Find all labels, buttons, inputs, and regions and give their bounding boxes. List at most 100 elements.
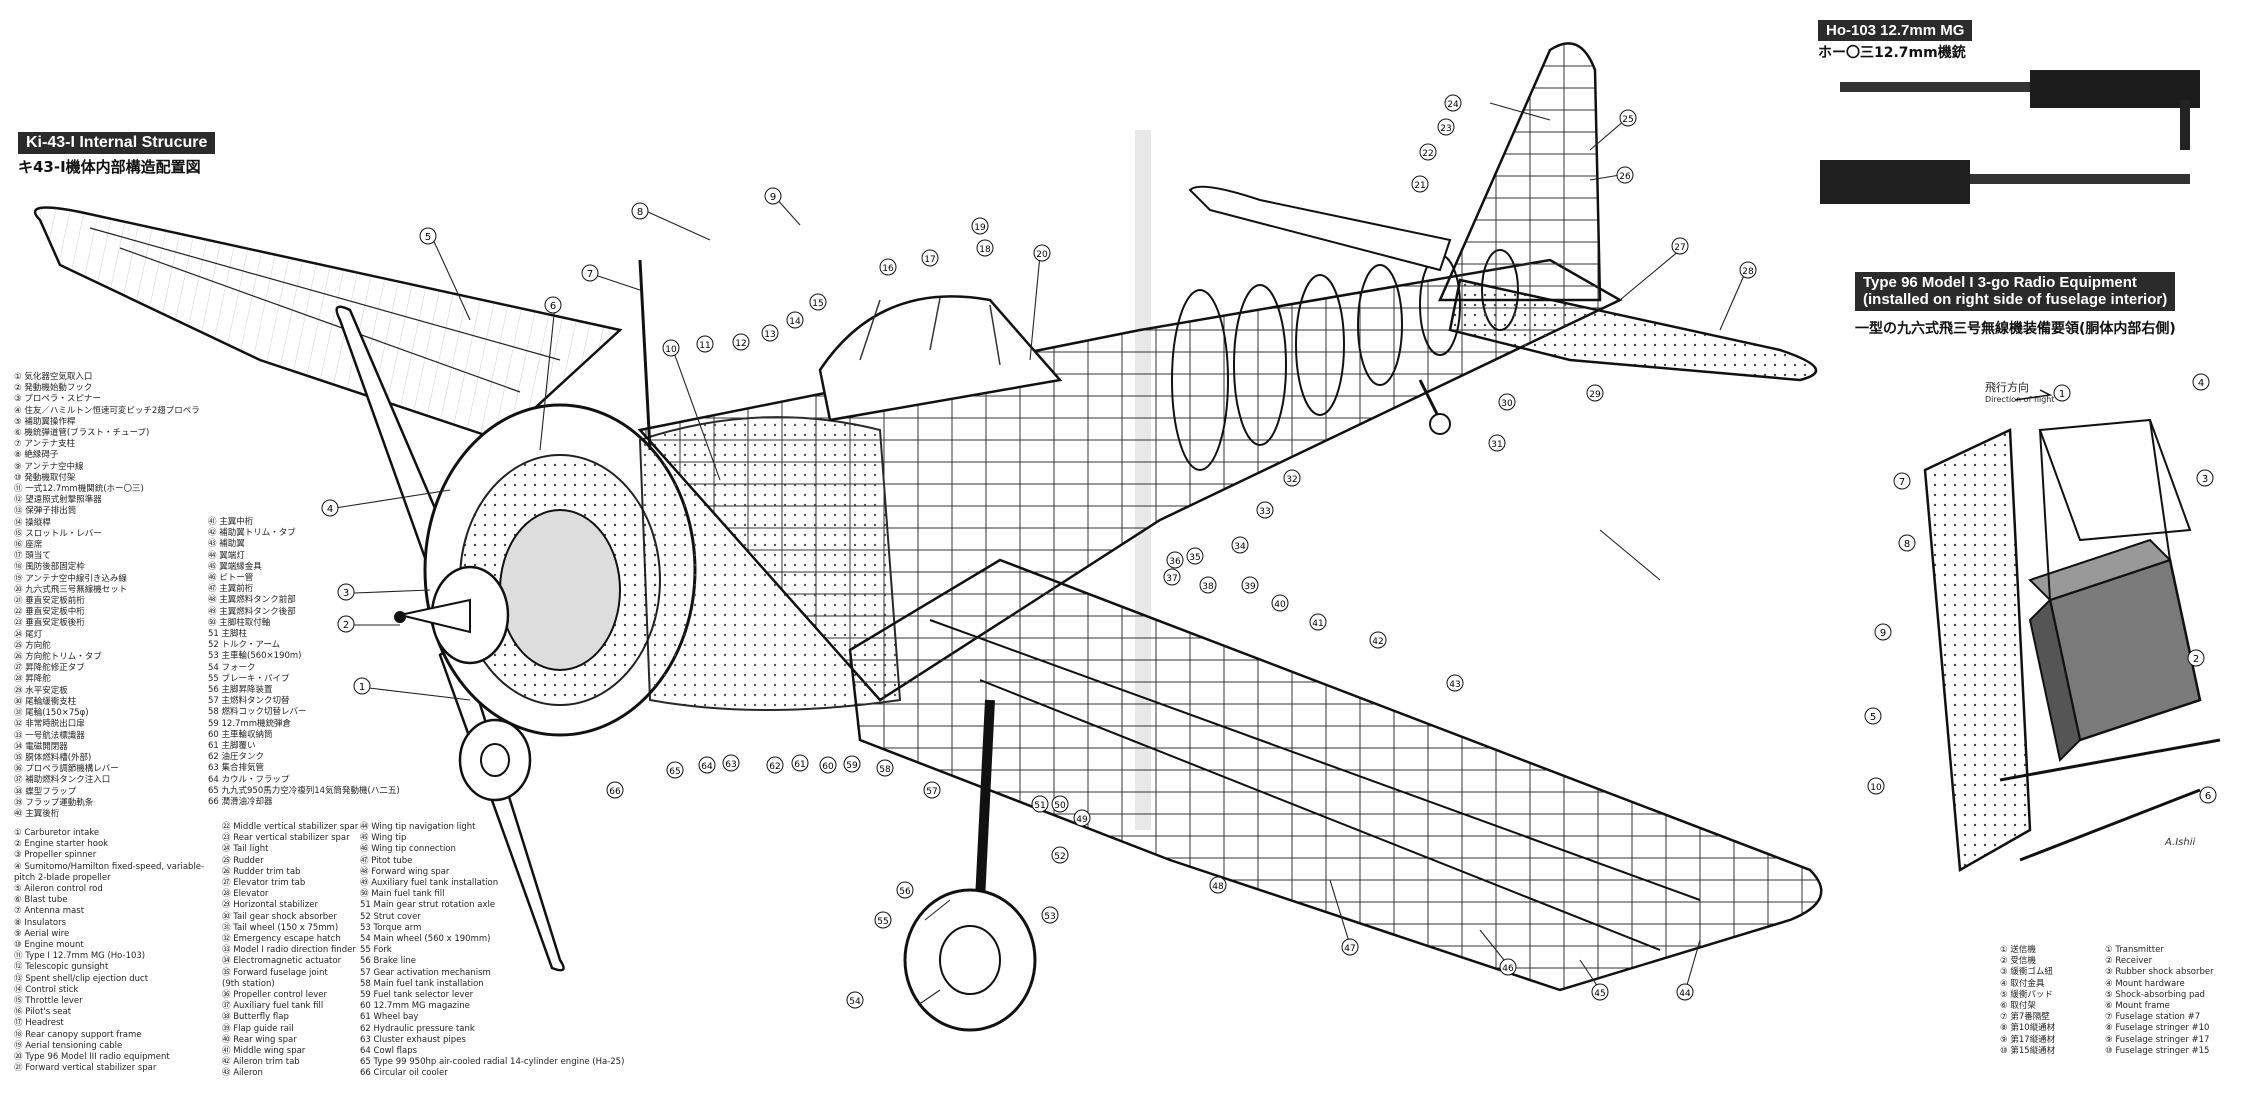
callout-51: 51 <box>1034 801 1045 811</box>
legend-row: ⑱ Rear canopy support frame <box>14 1029 142 1040</box>
callout-52: 52 <box>1054 852 1065 862</box>
legend-row: ㊶ Middle wing spar <box>222 1046 306 1057</box>
callout-5: 5 <box>425 232 431 243</box>
legend-row: ⑯ Pilot's seat <box>14 1007 72 1018</box>
legend-row: ⑪ 一式12.7mm機関銃(ホー〇三) <box>14 484 144 495</box>
callout-55: 55 <box>877 917 888 927</box>
legend-row: ㊾ 主翼燃料タンク後部 <box>208 606 296 617</box>
legend-row: ㉘ 昇降舵 <box>14 674 51 685</box>
legend-row: 65 九九式950馬力空冷複列14気筒発動機(ハ二五) <box>208 785 400 796</box>
radio-title-en: Type 96 Model I 3-go Radio Equipment (in… <box>1855 272 2176 311</box>
legend-row: ㊹ Wing tip navigation light <box>360 822 476 832</box>
legend-row: ③ プロペラ・スピナー <box>14 394 101 405</box>
radio-callout-4: 4 <box>2198 378 2204 389</box>
legend-row: 51 主脚柱 <box>208 629 248 640</box>
legend-row: ㊿ Main fuel tank fill <box>360 889 445 900</box>
legend-row: ㉞ Electromagnetic actuator <box>222 956 342 967</box>
callout-19: 19 <box>974 223 986 233</box>
callout-49: 49 <box>1076 815 1088 825</box>
legend-row: ⑩ 発動機取付架 <box>14 472 76 483</box>
radio-callout-5: 5 <box>1870 712 1876 723</box>
callout-54: 54 <box>849 997 861 1007</box>
legend-row: ① Carburetor intake <box>14 828 100 838</box>
legend-row: 61 主脚覆い <box>208 741 256 752</box>
legend-row: ⑧ 絶縁碍子 <box>14 450 59 461</box>
legend-row: ㊸ 補助翼 <box>208 539 245 550</box>
radio-callout-10: 10 <box>1870 783 1882 793</box>
legend-row: ㉓ Rear vertical stabilizer spar <box>222 833 350 844</box>
callout-41: 41 <box>1312 619 1323 629</box>
legend-row: (9th station) <box>222 978 275 989</box>
radio-title-line2: (installed on right side of fuselage int… <box>1863 291 2168 309</box>
radio-callout-3: 3 <box>2202 474 2208 485</box>
legend-row: ㉞ 電磁開閉器 <box>14 741 68 752</box>
legend-row: 65 Type 99 950hp air-cooled radial 14-cy… <box>360 1057 625 1068</box>
legend-row: ⑦ 第7番隔壁 <box>2000 1012 2050 1023</box>
callout-3: 3 <box>343 588 349 599</box>
legend-row: ㉑ Forward vertical stabilizer spar <box>14 1063 157 1074</box>
callout-21: 21 <box>1414 181 1425 191</box>
legend-row: 56 Brake line <box>360 956 416 967</box>
legend-row: ㉔ Tail light <box>222 844 269 855</box>
callout-35: 35 <box>1189 553 1200 563</box>
legend-row: 54 フォーク <box>208 662 256 673</box>
legend-row: 64 カウル・フラップ <box>208 774 290 785</box>
radio-callout-1: 1 <box>2059 389 2065 400</box>
legend-row: 63 集合排気管 <box>208 763 265 774</box>
legend-row: ② Engine starter hook <box>14 839 109 850</box>
legend-row: ⑩ Engine mount <box>14 940 84 951</box>
callout-11: 11 <box>699 341 710 351</box>
legend-row: ⑭ Control stick <box>14 984 79 995</box>
legend-row: ④ Mount hardware <box>2105 978 2185 989</box>
callout-6: 6 <box>550 301 556 312</box>
callout-61: 61 <box>794 760 805 770</box>
callout-1: 1 <box>359 682 365 693</box>
legend-row: ④ 取付金具 <box>2000 978 2045 989</box>
legend-row: ㊱ プロペラ調節機構レバー <box>14 764 119 775</box>
legend-row: ㊵ Rear wing spar <box>222 1034 297 1045</box>
radio-equipment-diagram <box>1923 389 2221 873</box>
callout-17: 17 <box>924 255 935 265</box>
legend-row: ⑦ Fuselage station #7 <box>2105 1012 2201 1023</box>
legend-row: ㊱ Propeller control lever <box>222 990 327 1001</box>
legend-row: ㉟ Forward fuselage joint <box>222 967 328 978</box>
legend-row: 58 Main fuel tank installation <box>360 978 484 989</box>
legend-row: ㊷ 補助翼トリム・タブ <box>208 528 296 539</box>
legend-row: ㊽ Forward wing spar <box>360 866 450 877</box>
legend-row: 54 Main wheel (560 x 190mm) <box>360 934 491 945</box>
radio-title-jp: 一型の九六式飛三号無線機装備要領(胴体内部右側) <box>1855 321 2176 337</box>
legend-row: ⑨ Fuselage stringer #17 <box>2105 1034 2210 1045</box>
radio-callout-7: 7 <box>1899 477 1905 488</box>
radio-callout-markers: 1 2 3 4 5 6 7 8 9 10 <box>1864 373 2217 804</box>
legend-row: 64 Cowl flaps <box>360 1046 418 1057</box>
legend-row: ⑧ Insulators <box>14 917 67 928</box>
callout-63: 63 <box>725 760 736 770</box>
legend-row: ㉓ 垂直安定板後桁 <box>14 618 85 629</box>
legend-row: 66 潤滑油冷却器 <box>208 797 273 808</box>
callout-39: 39 <box>1244 582 1256 592</box>
callout-60: 60 <box>822 762 834 772</box>
legend-row: ㊴ Flap guide rail <box>222 1023 294 1034</box>
legend-row: ㉘ Elevator <box>222 889 269 900</box>
legend-row: 55 Fork <box>360 945 392 956</box>
legend-row: ⑥ 取付架 <box>2000 1001 2036 1012</box>
callout-10: 10 <box>665 345 677 355</box>
callout-57: 57 <box>926 787 937 797</box>
legend-row: ⑭ 操縦桿 <box>14 517 51 528</box>
callout-18: 18 <box>979 245 991 255</box>
legend-row: ㊼ Pitot tube <box>360 855 413 866</box>
artist-signature: A.Ishii <box>2164 837 2195 848</box>
radio-callout-9: 9 <box>1880 628 1886 639</box>
callout-62: 62 <box>769 762 780 772</box>
legend-row: ⑨ 第17縦通材 <box>2000 1034 2056 1045</box>
callout-56: 56 <box>899 887 911 897</box>
legend-row: 55 ブレーキ・パイプ <box>208 673 290 684</box>
callout-36: 36 <box>1169 557 1181 567</box>
legend-row: 57 主燃料タンク切替 <box>208 696 290 707</box>
legend-row: ⑦ Antenna mast <box>14 906 85 917</box>
